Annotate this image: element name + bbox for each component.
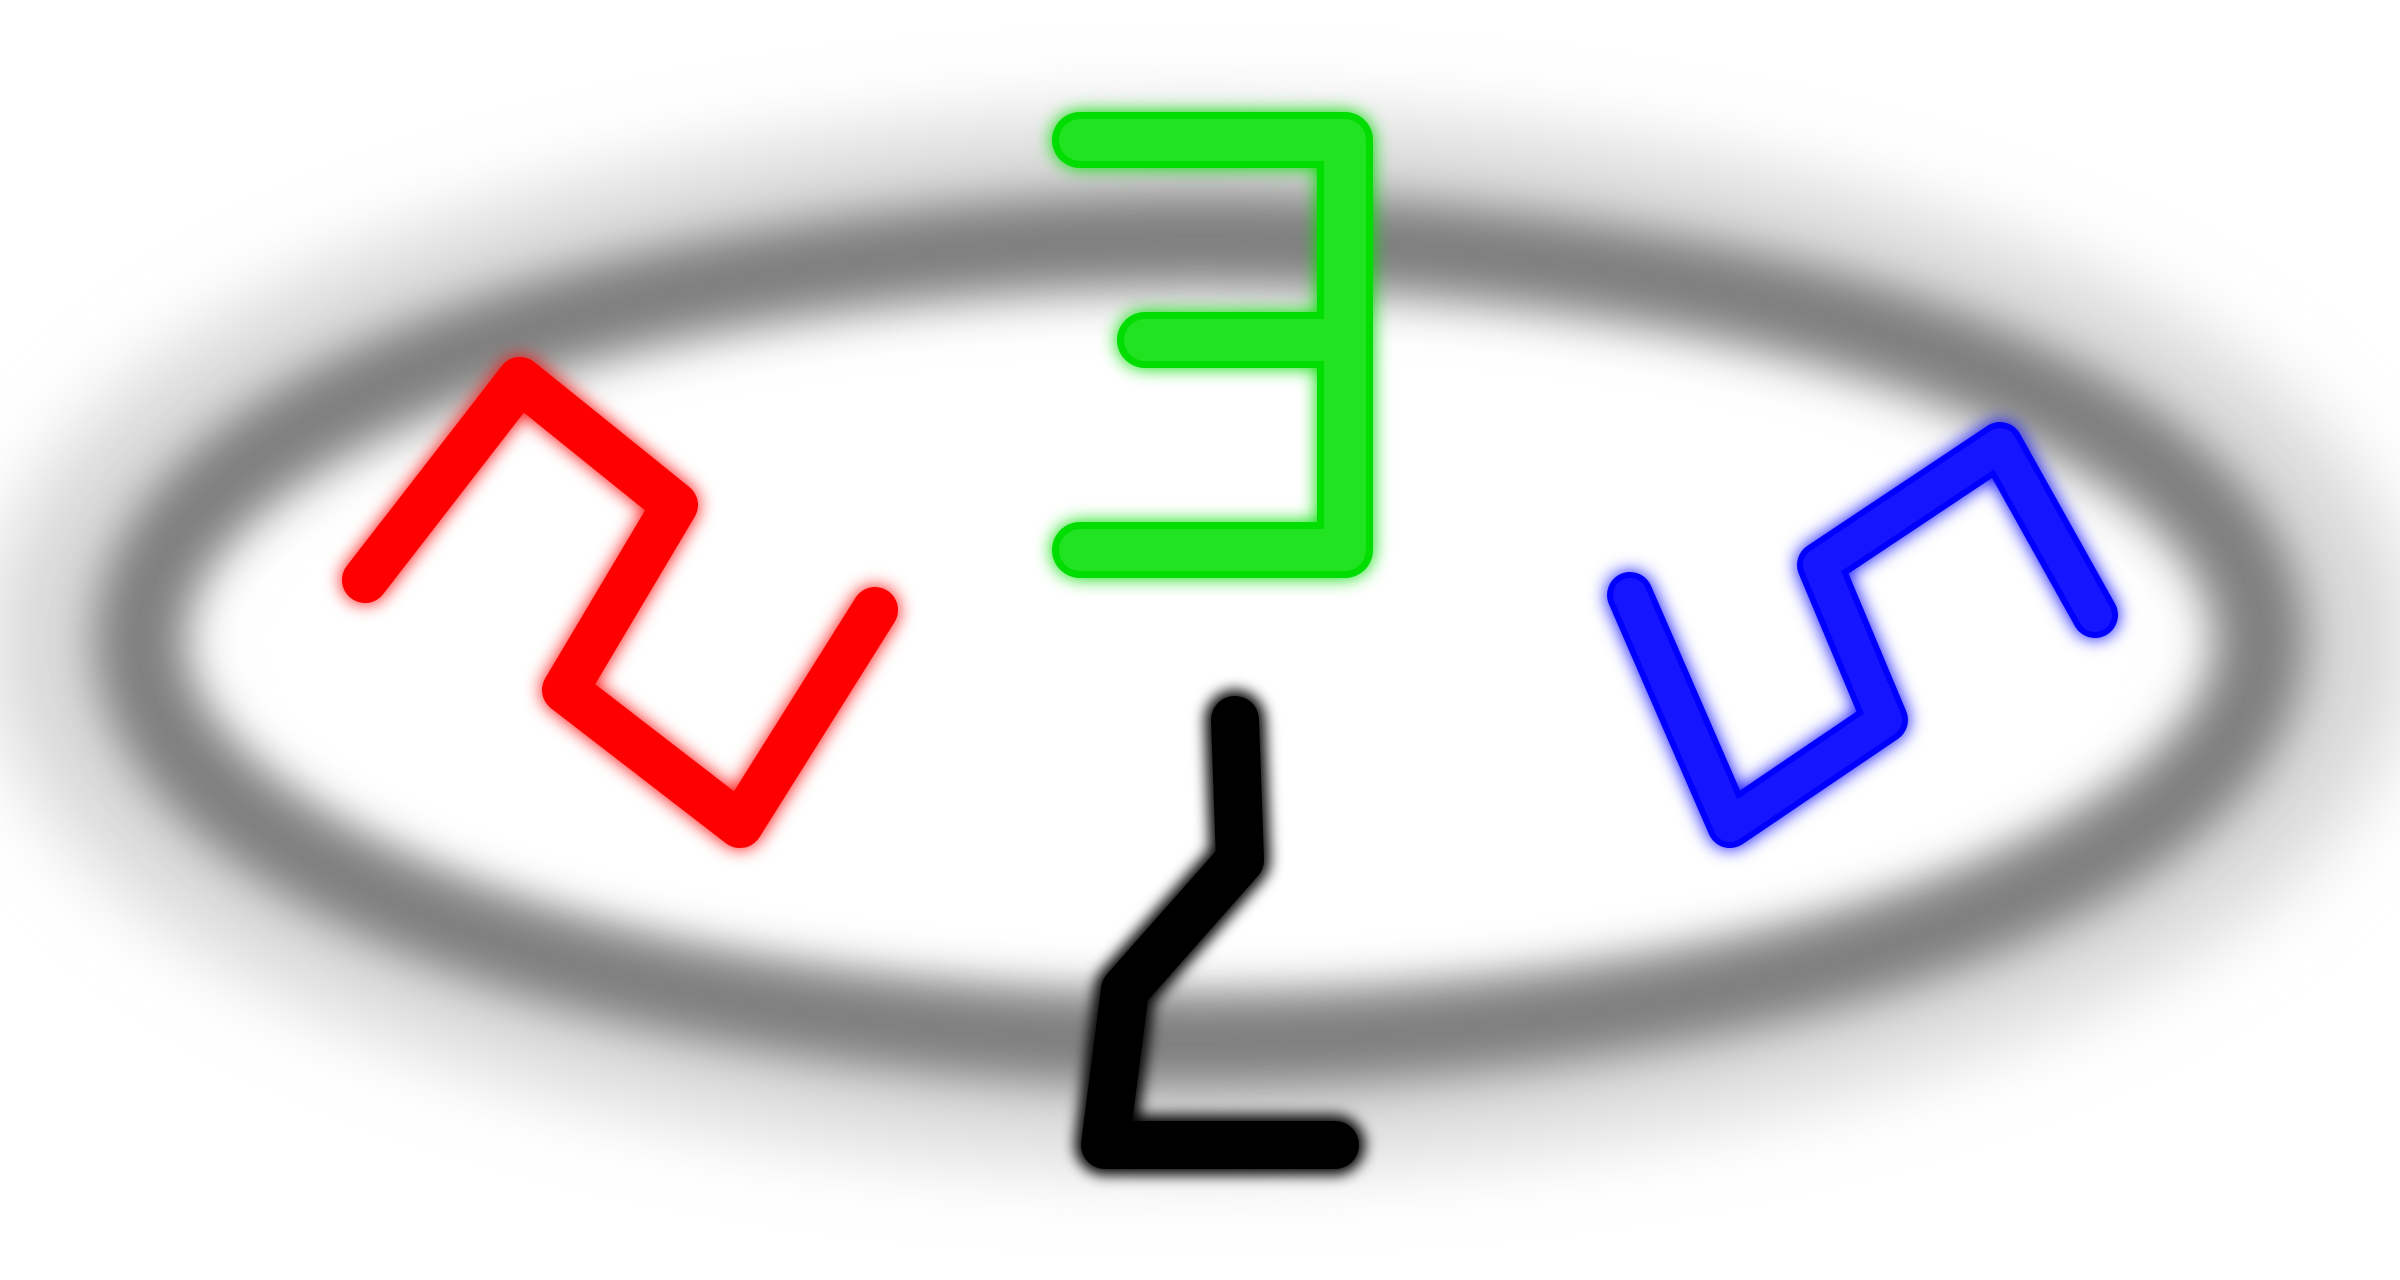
digit-5-blue [1607,422,2118,848]
digit-2-black [1075,690,1365,1175]
digit-3-green [1052,112,1373,578]
digit-2-red [342,357,898,848]
